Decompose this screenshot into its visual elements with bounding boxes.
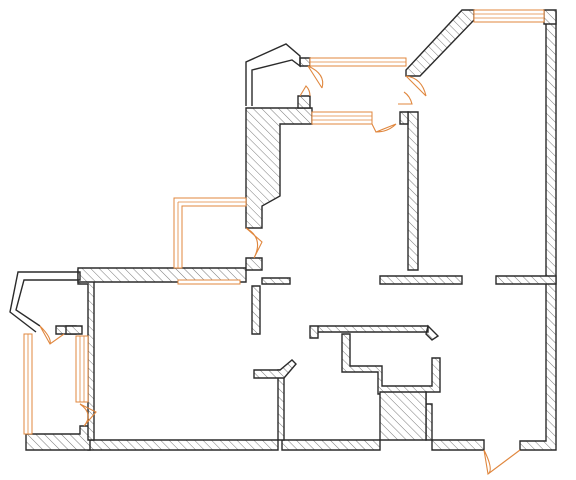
bottom-center-cap: [253, 359, 297, 379]
door-left-living: [79, 403, 97, 427]
living-corridor-partition: [251, 285, 261, 335]
window-upper-hall: [311, 111, 373, 125]
window-top-center: [309, 57, 407, 67]
window-left-bay: [23, 333, 89, 435]
right-exterior-wall: [519, 11, 557, 451]
door-entrance: [483, 449, 521, 475]
orange-windows: [23, 9, 545, 435]
orange-door-swings: [39, 65, 521, 475]
bottom-exterior-wall-right: [431, 439, 485, 451]
kitchen-counter: [309, 324, 440, 341]
mid-partition-cap: [399, 111, 409, 125]
left-living-stub: [65, 325, 83, 335]
top-vestibule-wall-2: [299, 57, 311, 67]
door-corridor: [245, 227, 263, 259]
door-upper-hall-a: [371, 123, 397, 133]
top-right-wall-stub: [543, 9, 557, 25]
left-bay-outline: [9, 271, 81, 333]
bottom-left-wall: [25, 425, 91, 451]
bottom-exterior-wall-middle: [281, 439, 381, 451]
diagonal-top-wall: [405, 9, 475, 77]
partition-horizontal-right: [495, 275, 557, 285]
window-living-top: [177, 279, 241, 285]
partition-horizontal-center: [379, 275, 463, 285]
bottom-exterior-wall: [87, 439, 279, 451]
corridor-left-wall-lower: [245, 257, 263, 271]
living-top-wall: [77, 267, 247, 283]
door-top-bay: [299, 85, 311, 97]
window-top-right: [473, 9, 545, 23]
door-top-right-balcony: [405, 75, 427, 97]
mid-vertical-partition: [407, 111, 419, 271]
door-upper-hall-b: [398, 91, 413, 105]
exterior-walls: [25, 9, 557, 451]
top-bay-outline: [245, 43, 301, 106]
corridor-left-wall: [245, 107, 313, 229]
interior-walls: [65, 111, 557, 441]
door-top-vestibule: [307, 65, 324, 89]
bottom-center-partition: [277, 369, 285, 441]
window-corridor-left: [173, 197, 247, 269]
service-shaft: [379, 391, 427, 441]
top-vestibule-wall: [297, 95, 311, 109]
partition-horizontal-left: [261, 277, 291, 285]
door-left-bay: [39, 325, 65, 345]
